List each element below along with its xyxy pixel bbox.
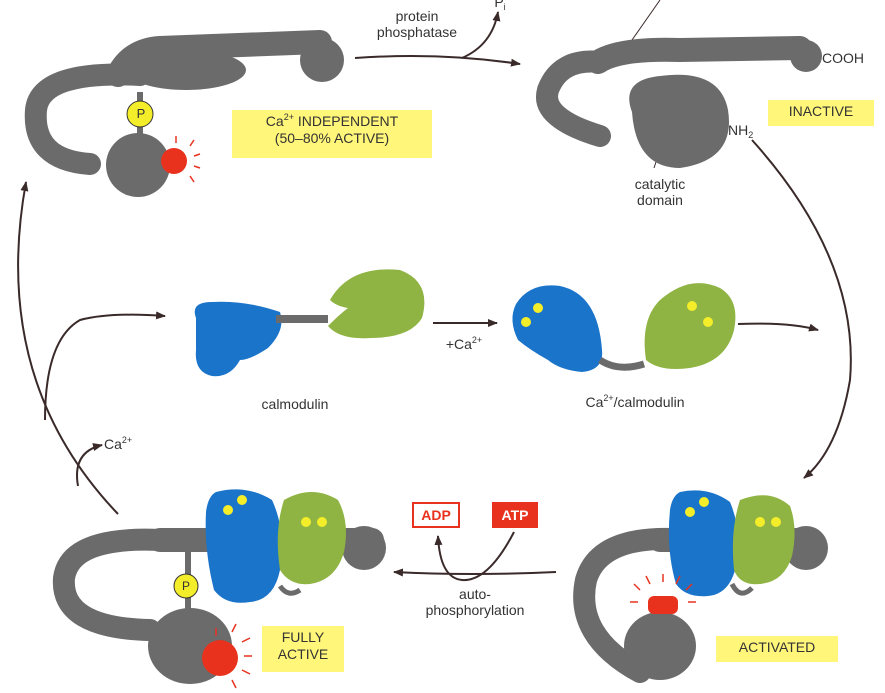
ca-ion-icon	[317, 517, 327, 527]
arrow-phosphate-release	[461, 11, 501, 59]
autophos-line2: phosphorylation	[425, 602, 525, 618]
pi-text: P	[494, 0, 504, 10]
state-ca-independent: Ca2+ INDEPENDENT (50–80% ACTIVE)	[232, 110, 432, 158]
ca-independent-ca: Ca	[265, 113, 284, 129]
ca-ion-icon	[771, 517, 781, 527]
phosphate-p-label: P	[136, 106, 146, 121]
nh2-label: NH2	[728, 122, 768, 140]
ca-calmodulin-ca: Ca	[585, 394, 604, 410]
phosphate-p-icon	[126, 100, 154, 128]
autophosphorylation-label: auto- phosphorylation	[400, 586, 550, 618]
ca-calmodulin-sup: 2+	[603, 393, 614, 403]
phosphate-p-label-fully: P	[181, 579, 190, 593]
plus-ca-text: +Ca	[445, 336, 472, 352]
ca-ion-icon	[687, 301, 697, 311]
ca-ion-icon	[223, 505, 233, 515]
plus-ca-sup: 2+	[471, 335, 483, 345]
catalytic-domain-label: catalytic domain	[620, 176, 700, 208]
arrow-inactive-to-activated	[751, 139, 852, 479]
catalytic-line2: domain	[637, 192, 683, 208]
ca-ion-icon	[755, 517, 765, 527]
arrow-phosphatase	[354, 55, 521, 67]
phosphate-p-icon	[173, 573, 199, 599]
ca-ion-icon	[699, 497, 709, 507]
ca-independent-sup: 2+	[283, 112, 294, 122]
ca-calmodulin-complex	[512, 283, 736, 372]
arrow-to-kinase	[737, 322, 819, 332]
ca-release-sup: 2+	[121, 435, 133, 445]
ca-release-label: Ca2+	[104, 435, 154, 453]
arrow-ca-release	[76, 443, 103, 487]
active-site-icon	[202, 640, 238, 676]
kinase-fully-active	[52, 489, 386, 689]
kinase-inactive	[536, 36, 822, 168]
arrow-fully-to-independent	[17, 181, 119, 515]
arrow-autophosphorylation	[393, 568, 557, 577]
nh2-subscript: 2	[748, 130, 754, 140]
catalytic-line1: catalytic	[634, 176, 686, 192]
state-fully-active: FULLY ACTIVE	[262, 626, 344, 672]
state-inactive: INACTIVE	[768, 100, 874, 126]
fully-active-line2: ACTIVE	[277, 646, 329, 662]
kinase-ca-independent	[24, 30, 344, 197]
cooh-label: COOH	[822, 50, 864, 66]
ca-ion-icon	[685, 507, 695, 517]
pi-label: Pi	[490, 0, 510, 12]
calmodulin-label: calmodulin	[261, 396, 329, 412]
calmodulin-free	[194, 269, 425, 377]
adp-box: ADP	[412, 502, 460, 528]
ca-independent-percent: (50–80% ACTIVE)	[274, 130, 390, 146]
plus-ca-label: +Ca2+	[434, 335, 494, 353]
arrow-atp-to-adp	[434, 531, 515, 582]
cycle-arrows	[17, 0, 852, 582]
arrow-to-calmodulin	[44, 311, 166, 421]
phosphatase-line2: phosphatase	[376, 24, 458, 40]
phosphatase-label: protein phosphatase	[372, 8, 462, 40]
ca-independent-text: INDEPENDENT	[293, 113, 399, 129]
ca-ion-icon	[533, 303, 543, 313]
ca-ion-icon	[703, 317, 713, 327]
ca-ion-icon	[301, 517, 311, 527]
phosphatase-line1: protein	[395, 8, 439, 24]
atp-box: ATP	[492, 502, 538, 528]
pi-subscript: i	[503, 2, 506, 12]
fully-active-line1: FULLY	[281, 629, 325, 645]
kinase-activated	[573, 490, 828, 683]
active-site-icon	[161, 148, 187, 174]
active-site-icon	[648, 596, 678, 614]
ca-calmodulin-label: Ca2+/calmodulin	[560, 393, 710, 411]
state-activated: ACTIVATED	[716, 636, 838, 662]
autophos-line1: auto-	[459, 586, 491, 602]
nh2-text: NH	[728, 122, 749, 138]
ca-ion-icon	[521, 317, 531, 327]
ca-ion-icon	[237, 495, 247, 505]
ca-calmodulin-text: /calmodulin	[613, 394, 685, 410]
ca-release-text: Ca	[104, 436, 122, 452]
pointer-top	[631, 0, 661, 41]
